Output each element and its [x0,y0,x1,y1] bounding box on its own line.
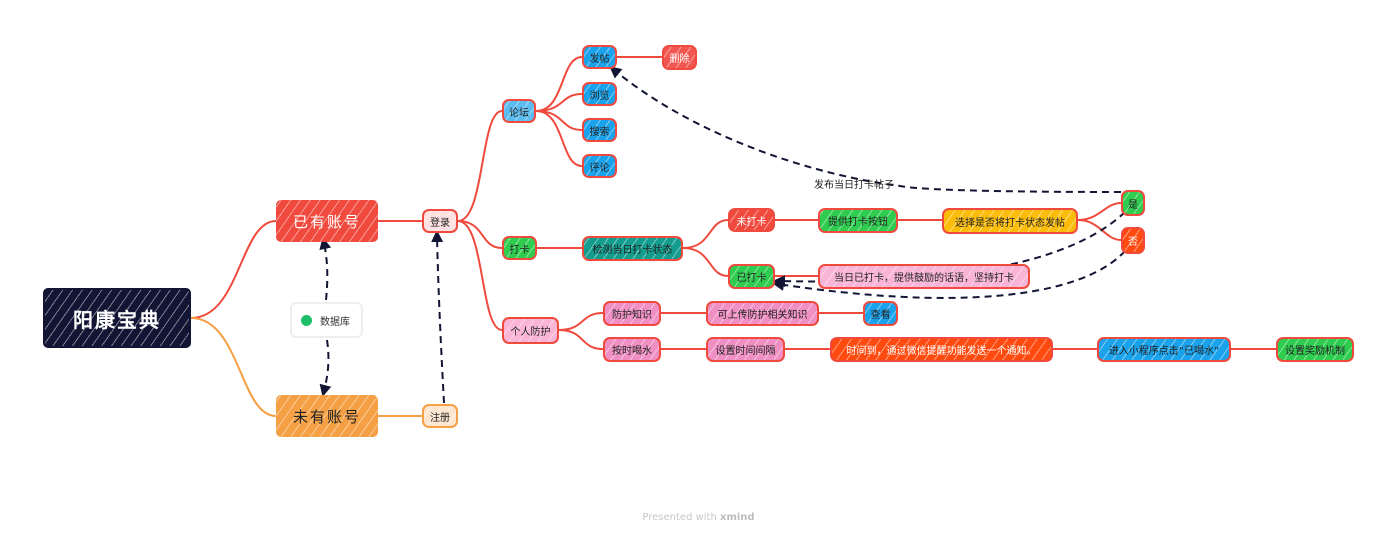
view-label: 查看 [870,310,891,321]
delete-node[interactable]: 删除 [662,45,697,70]
line-forum-post [535,56,583,112]
browse-node[interactable]: 浏览 [582,82,617,106]
database-floating-topic[interactable]: 数据库 [290,302,363,338]
choose-post-label: 选择是否将打卡状态发帖 [955,217,1065,229]
footer-prefix: Presented with [642,512,720,523]
reward-label: 设置奖励机制 [1285,346,1345,357]
protection-label: 个人防护 [510,327,551,338]
search-node[interactable]: 搜索 [582,118,617,142]
rel-db-has-account [319,237,332,301]
database-dot-icon [301,314,312,326]
upload-knowledge-node[interactable]: 可上传防护相关知识 [706,301,819,326]
line-detect-not [682,219,729,249]
notify-label: 时间到，通过微信提醒功能发送一个通知。 [846,346,1037,357]
detect-status-label: 检测当日打卡状态 [592,245,673,256]
checked-label: 已打卡 [736,273,767,284]
forum-node[interactable]: 论坛 [502,99,536,123]
post-node[interactable]: 发帖 [582,45,617,69]
protection-node[interactable]: 个人防护 [502,317,559,344]
click-drank-label: 进入小程序点击“已喝水” [1108,346,1220,357]
water-node[interactable]: 按时喝水 [603,337,661,362]
has-account-node[interactable]: 已有账号 [276,200,378,242]
line-choose-yes [1077,202,1122,221]
no-node[interactable]: 否 [1121,227,1145,254]
xmind-logo-text: xmind [720,512,755,523]
click-drank-node[interactable]: 进入小程序点击“已喝水” [1097,337,1231,362]
no-account-node[interactable]: 未有账号 [276,395,378,437]
login-label: 登录 [430,217,450,229]
line-login-forum [457,110,503,222]
root-node[interactable]: 阳康宝典 [43,288,191,348]
water-label: 按时喝水 [612,346,652,357]
provide-button-label: 提供打卡按钮 [828,217,888,228]
yes-label: 是 [1128,199,1138,211]
line-detect-checked [682,247,729,277]
line-root-has-account [190,220,277,319]
encourage-message-label: 当日已打卡，提供鼓励的话语，坚持打卡 [834,273,1014,284]
has-account-label: 已有账号 [292,212,361,231]
line-root-no-account [190,317,277,417]
rel-yes-checked [773,211,1126,288]
not-checked-label: 未打卡 [736,216,767,228]
relationship-label-post-checkin[interactable]: 发布当日打卡帖子 [814,180,894,191]
rel-db-no-account [319,339,332,397]
checkin-label: 打卡 [509,244,530,256]
register-label: 注册 [430,412,450,424]
delete-label: 删除 [669,54,690,65]
line-protection-knowledge [558,312,604,331]
line-login-checkin [457,220,503,249]
interval-node[interactable]: 设置时间间隔 [706,337,785,362]
rel-yes-post [609,66,1122,193]
line-login-protection [457,220,503,331]
browse-label: 浏览 [589,90,610,102]
root-label: 阳康宝典 [73,307,161,332]
no-account-label: 未有账号 [292,407,361,426]
rel-register-login [431,230,445,404]
provide-button-node[interactable]: 提供打卡按钮 [818,208,898,233]
not-checked-node[interactable]: 未打卡 [728,208,775,232]
line-forum-comment [535,110,583,167]
knowledge-label: 防护知识 [612,310,652,321]
view-node[interactable]: 查看 [863,301,898,326]
post-label: 发帖 [589,53,610,65]
reward-node[interactable]: 设置奖励机制 [1276,337,1354,362]
no-label: 否 [1128,237,1138,248]
line-forum-browse [535,93,583,112]
line-protection-water [558,329,604,350]
login-node[interactable]: 登录 [422,209,458,233]
checked-node[interactable]: 已打卡 [728,264,775,289]
forum-label: 论坛 [509,107,529,119]
database-label: 数据库 [320,316,350,328]
notify-node[interactable]: 时间到，通过微信提醒功能发送一个通知。 [830,337,1053,362]
upload-knowledge-label: 可上传防护相关知识 [717,310,808,321]
comment-node[interactable]: 评论 [582,154,617,178]
comment-label: 评论 [589,162,610,174]
register-node[interactable]: 注册 [422,404,458,428]
line-forum-search [535,110,583,131]
knowledge-node[interactable]: 防护知识 [603,301,661,326]
line-choose-no [1077,219,1122,241]
search-label: 搜索 [589,126,610,138]
rel-no-checked [772,250,1126,299]
footer-branding: Presented with xmind [0,512,1397,523]
checkin-node[interactable]: 打卡 [502,236,537,260]
interval-label: 设置时间间隔 [715,346,776,357]
encourage-message-node[interactable]: 当日已打卡，提供鼓励的话语，坚持打卡 [818,264,1030,289]
yes-node[interactable]: 是 [1121,190,1145,216]
detect-status-node[interactable]: 检测当日打卡状态 [582,236,683,261]
choose-post-node[interactable]: 选择是否将打卡状态发帖 [942,208,1078,234]
